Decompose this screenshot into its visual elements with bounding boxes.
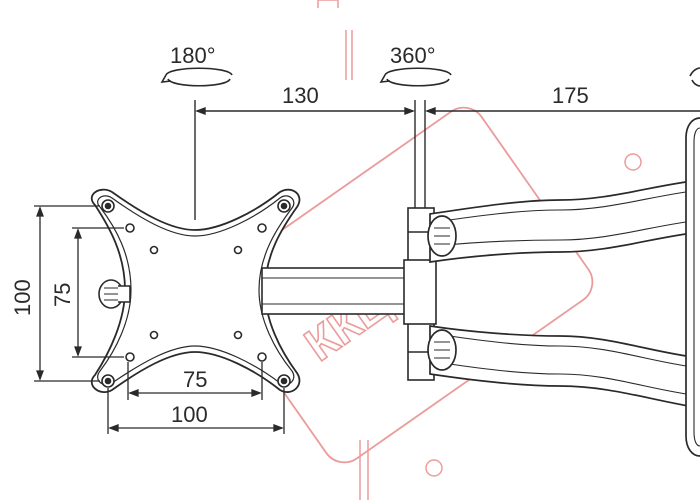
wall-plate bbox=[685, 117, 700, 457]
arm-outer-dimension: 175 bbox=[552, 83, 589, 108]
upper-arm bbox=[427, 179, 700, 263]
arm-inner-dimension: 130 bbox=[282, 83, 319, 108]
lower-arm bbox=[427, 325, 700, 409]
vesa-vertical-dimensions bbox=[34, 205, 124, 382]
vesa-holes bbox=[101, 199, 291, 388]
vesa-plate bbox=[90, 188, 301, 393]
vesa-v-inner-dimension: 75 bbox=[50, 283, 75, 307]
tilt-rotation-icon bbox=[160, 67, 233, 87]
partial-rotation-icon bbox=[689, 67, 700, 87]
swivel-rotation-label: 360° bbox=[390, 43, 436, 68]
tilt-rotation-label: 180° bbox=[170, 43, 216, 68]
vesa-h-outer-dimension: 100 bbox=[171, 402, 208, 427]
vesa-horizontal-dimensions bbox=[107, 362, 285, 434]
vesa-h-inner-dimension: 75 bbox=[183, 367, 207, 392]
connecting-shaft bbox=[261, 267, 411, 315]
swivel-rotation-icon bbox=[379, 67, 452, 87]
vesa-v-outer-dimension: 100 bbox=[10, 279, 35, 316]
tilt-knob-left bbox=[98, 279, 131, 309]
